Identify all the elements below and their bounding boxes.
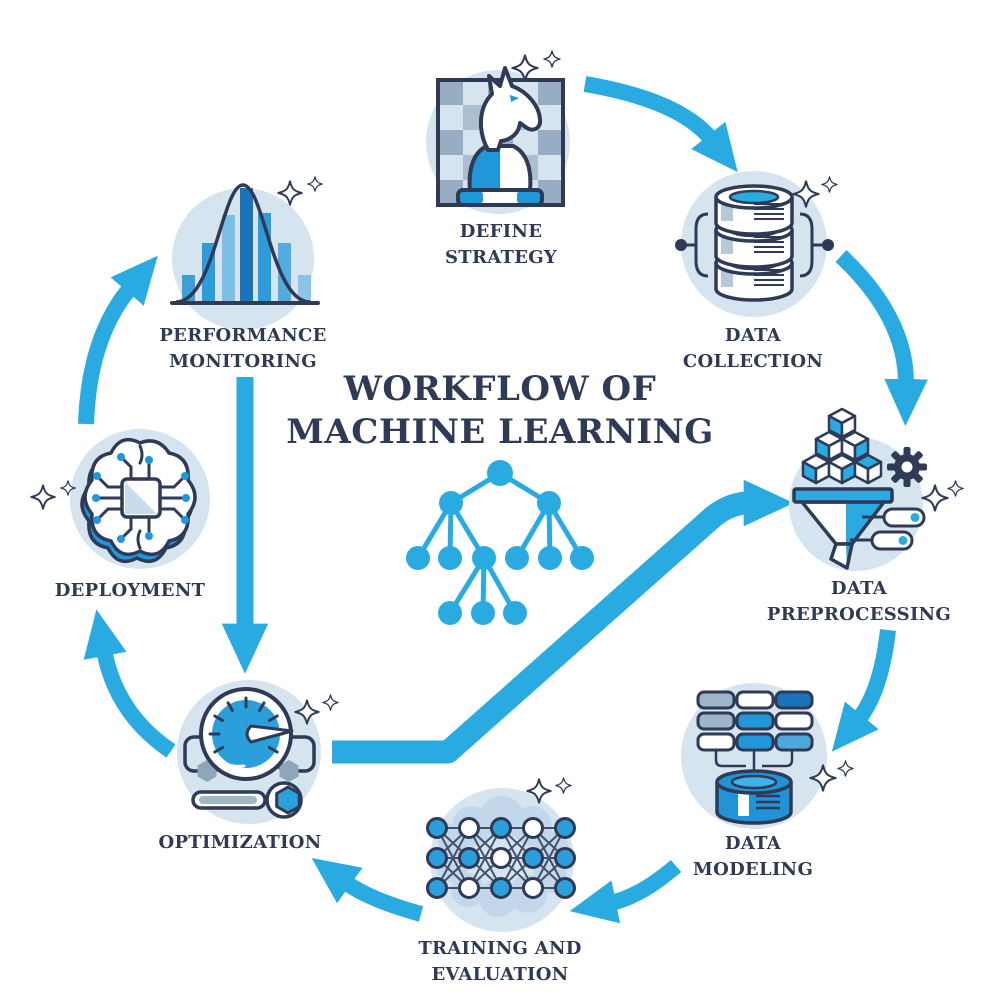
sparkle-icon xyxy=(322,694,339,711)
sparkle-icon xyxy=(307,176,323,192)
sparkle-icon xyxy=(555,777,572,794)
blocks-to-database-icon xyxy=(681,683,854,829)
brain-chip-icon xyxy=(30,429,210,569)
arrow-deployment-to-monitoring xyxy=(78,255,158,425)
title-line-2: MACHINE LEARNING xyxy=(286,412,714,452)
histogram-bell-curve-icon xyxy=(170,176,323,330)
gauge-wrench-icon xyxy=(177,680,339,824)
flow-arrows xyxy=(78,76,928,924)
database-stack-icon xyxy=(675,171,838,317)
diagram-title: WORKFLOW OF MACHINE LEARNING xyxy=(0,368,1000,454)
sparkle-icon xyxy=(543,50,561,68)
label-optimization: OPTIMIZATION xyxy=(158,832,322,853)
sparkle-icon xyxy=(821,176,838,193)
label-deployment: DEPLOYMENT xyxy=(54,580,206,601)
chess-knight-icon xyxy=(426,50,570,214)
arrow-optimization-to-deployment xyxy=(83,609,176,758)
funnel-cubes-gear-icon xyxy=(789,407,964,571)
arrow-preprocessing-to-modeling xyxy=(831,629,896,752)
neural-network-icon xyxy=(426,777,576,932)
sparkle-icon xyxy=(30,484,56,510)
decision-tree-graphic xyxy=(406,460,594,625)
arrow-training-to-optimization xyxy=(311,857,424,922)
arrow-collection-to-preprocessing xyxy=(835,250,928,427)
sparkle-icon xyxy=(947,480,964,497)
arrow-strategy-to-collection xyxy=(583,76,738,173)
sparkle-icon xyxy=(837,760,854,777)
arrow-optimization-to-preprocessing-long xyxy=(332,479,794,764)
title-line-1: WORKFLOW OF xyxy=(343,369,657,409)
arrow-modeling-to-training xyxy=(569,859,682,924)
sparkle-icon xyxy=(921,484,949,512)
